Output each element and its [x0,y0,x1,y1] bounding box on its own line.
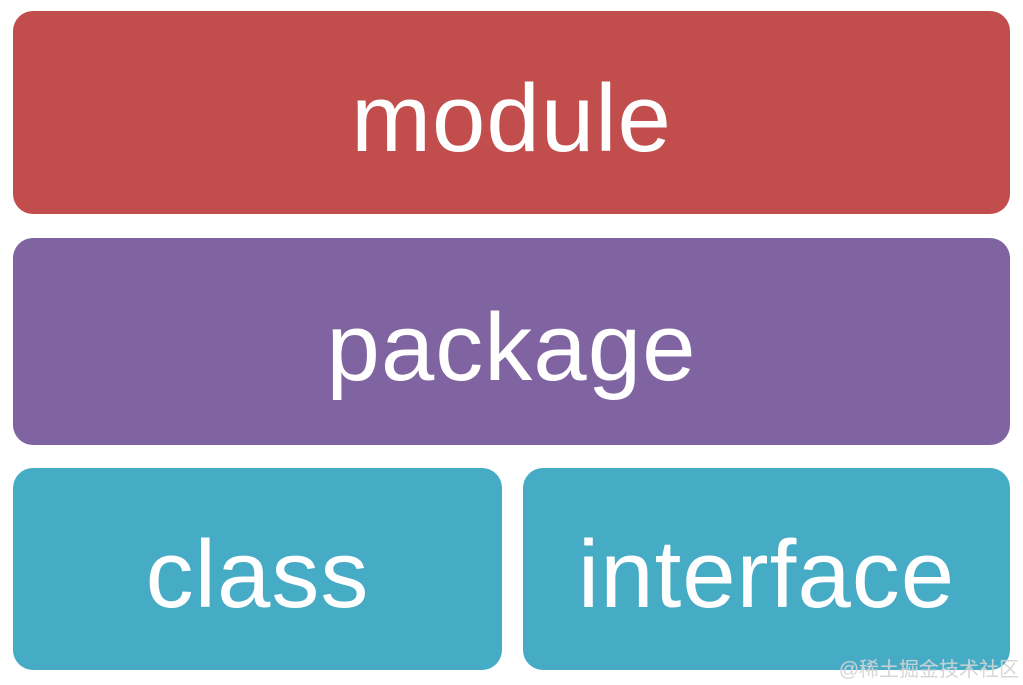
box-package: package [13,238,1010,445]
box-class-label: class [145,521,370,628]
box-interface-label: interface [577,521,956,628]
box-module: module [13,11,1010,214]
box-interface: interface [523,468,1010,670]
box-module-label: module [351,64,672,172]
box-class: class [13,468,502,670]
box-package-label: package [326,293,697,401]
